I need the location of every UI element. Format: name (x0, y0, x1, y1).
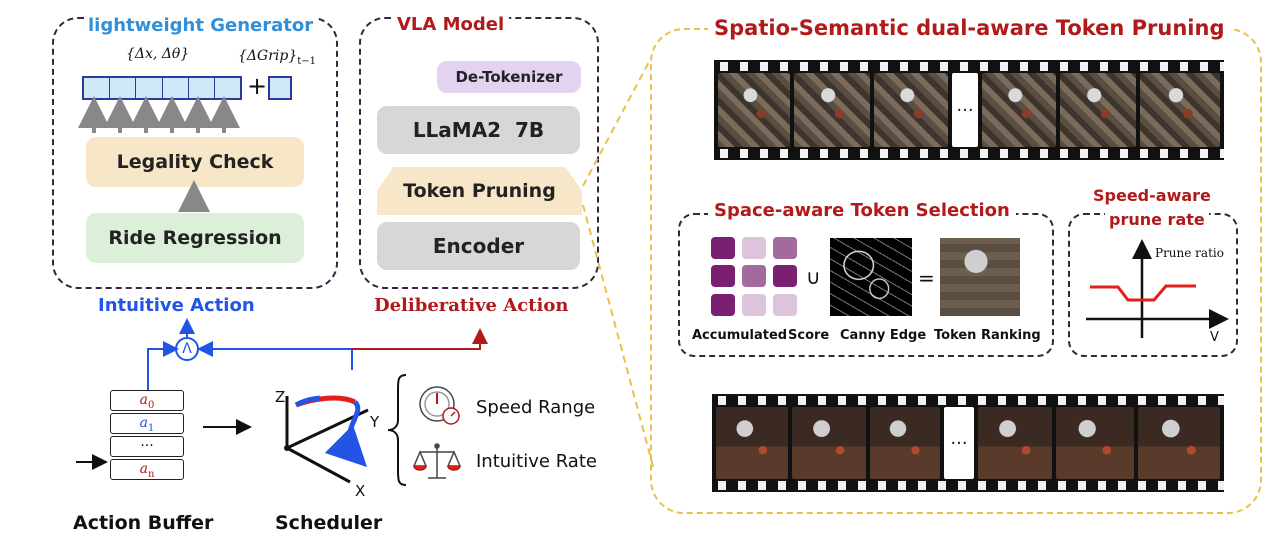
encoder-block: Encoder (377, 222, 580, 270)
trajectory-blue-tail (324, 400, 368, 468)
speed-aware-title-1: Speed-aware (1089, 186, 1215, 205)
video-frame (874, 73, 948, 147)
token-cell (84, 78, 111, 98)
union-symbol: ∪ (806, 265, 821, 289)
token-pruning-block: Token Pruning (377, 167, 582, 215)
balance-scale-icon (412, 443, 462, 479)
buffer-slot: an (110, 459, 184, 480)
deliberative-action-label: Deliberative Action (374, 295, 569, 316)
speed-aware-title-2: prune rate (1105, 210, 1209, 229)
ranking-caption: Token Ranking (934, 328, 1041, 343)
prune-ratio-label: Prune ratio (1155, 246, 1224, 260)
token-cell (162, 78, 189, 98)
zoom-lines (582, 59, 655, 471)
grip-label-sub: t−1 (297, 55, 317, 67)
video-frame (716, 407, 788, 479)
axis-z-label: Z (275, 388, 286, 406)
video-frame (982, 73, 1056, 147)
film-strip-bottom: ··· (712, 394, 1224, 492)
detokenizer-block: De-Tokenizer (437, 61, 581, 93)
axis-x-label: X (355, 482, 366, 500)
grip-token (268, 76, 292, 100)
score-cell (711, 237, 735, 259)
score-cell (742, 237, 766, 259)
intuitive-action-label: Intuitive Action (98, 295, 255, 316)
scheduler-brace (387, 374, 407, 486)
generator-up-arrows (78, 96, 240, 212)
llama-block: LLaMA2 7B (377, 106, 580, 154)
score-cell (711, 265, 735, 288)
film-strip-top: ··· (714, 60, 1224, 160)
vla-title: VLA Model (392, 14, 510, 35)
plus-sign: + (247, 72, 268, 100)
score-caption: Score (788, 328, 830, 343)
video-frame (1140, 73, 1220, 147)
speed-clock-icon (419, 386, 460, 425)
video-frame (794, 73, 870, 147)
buffer-slot: a1 (110, 413, 184, 434)
intuitive-rate-label: Intuitive Rate (476, 451, 597, 472)
trajectory-blue (294, 395, 321, 408)
space-aware-title: Space-aware Token Selection (708, 200, 1016, 221)
token-row (82, 76, 242, 100)
prune-rate-curve (1090, 284, 1196, 302)
video-frame (718, 73, 790, 147)
token-cell (188, 78, 215, 98)
canny-caption: Canny Edge (840, 328, 927, 343)
action-buffer-label: Action Buffer (73, 512, 214, 534)
delta-label: {Δx, Δθ} (126, 46, 190, 62)
token-cell (110, 78, 137, 98)
token-ranking-image (940, 238, 1020, 316)
token-cell (214, 78, 241, 98)
buffer-slot: a0 (110, 390, 184, 411)
token-cell (136, 78, 163, 98)
action-buffer-stack: a0 a1 ··· an (110, 390, 184, 480)
score-grid (711, 237, 801, 317)
grip-label-text: {ΔGrip} (238, 48, 298, 64)
buffer-slot: ··· (110, 436, 184, 457)
v-axis-label: V (1210, 330, 1219, 345)
generator-title: lightweight Generator (84, 15, 318, 36)
score-cell (711, 293, 735, 316)
canny-edge-image (830, 238, 912, 316)
score-cell (742, 293, 766, 316)
scheduler-to-deliberative-line (352, 328, 488, 350)
score-cell (773, 293, 797, 316)
equals-symbol: = (918, 266, 935, 290)
prune-rate-chart (1086, 239, 1229, 338)
score-cell (773, 237, 797, 259)
scheduler-label: Scheduler (275, 512, 383, 534)
axis-y-label: Y (370, 413, 380, 431)
video-frame (1056, 407, 1134, 479)
axes-origin (284, 445, 290, 451)
accumulated-caption: Accumulated (692, 328, 788, 343)
ride-regression-block: Ride Regression (86, 213, 304, 263)
scheduler-to-gate-line (197, 341, 353, 370)
buffer-to-gate-line (147, 341, 179, 390)
film-gap: ··· (944, 407, 974, 479)
video-frame (1060, 73, 1136, 147)
video-frame (792, 407, 866, 479)
grip-label: {ΔGrip}t−1 (238, 48, 316, 67)
video-frame (978, 407, 1052, 479)
score-cell (742, 265, 766, 288)
video-frame (870, 407, 940, 479)
legality-check-block: Legality Check (86, 137, 304, 187)
score-cell (773, 265, 797, 288)
pruning-panel-title: Spatio-Semantic dual-aware Token Pruning (708, 16, 1231, 40)
speed-range-label: Speed Range (476, 397, 596, 418)
video-frame (1138, 407, 1220, 479)
film-gap: ··· (952, 73, 978, 147)
